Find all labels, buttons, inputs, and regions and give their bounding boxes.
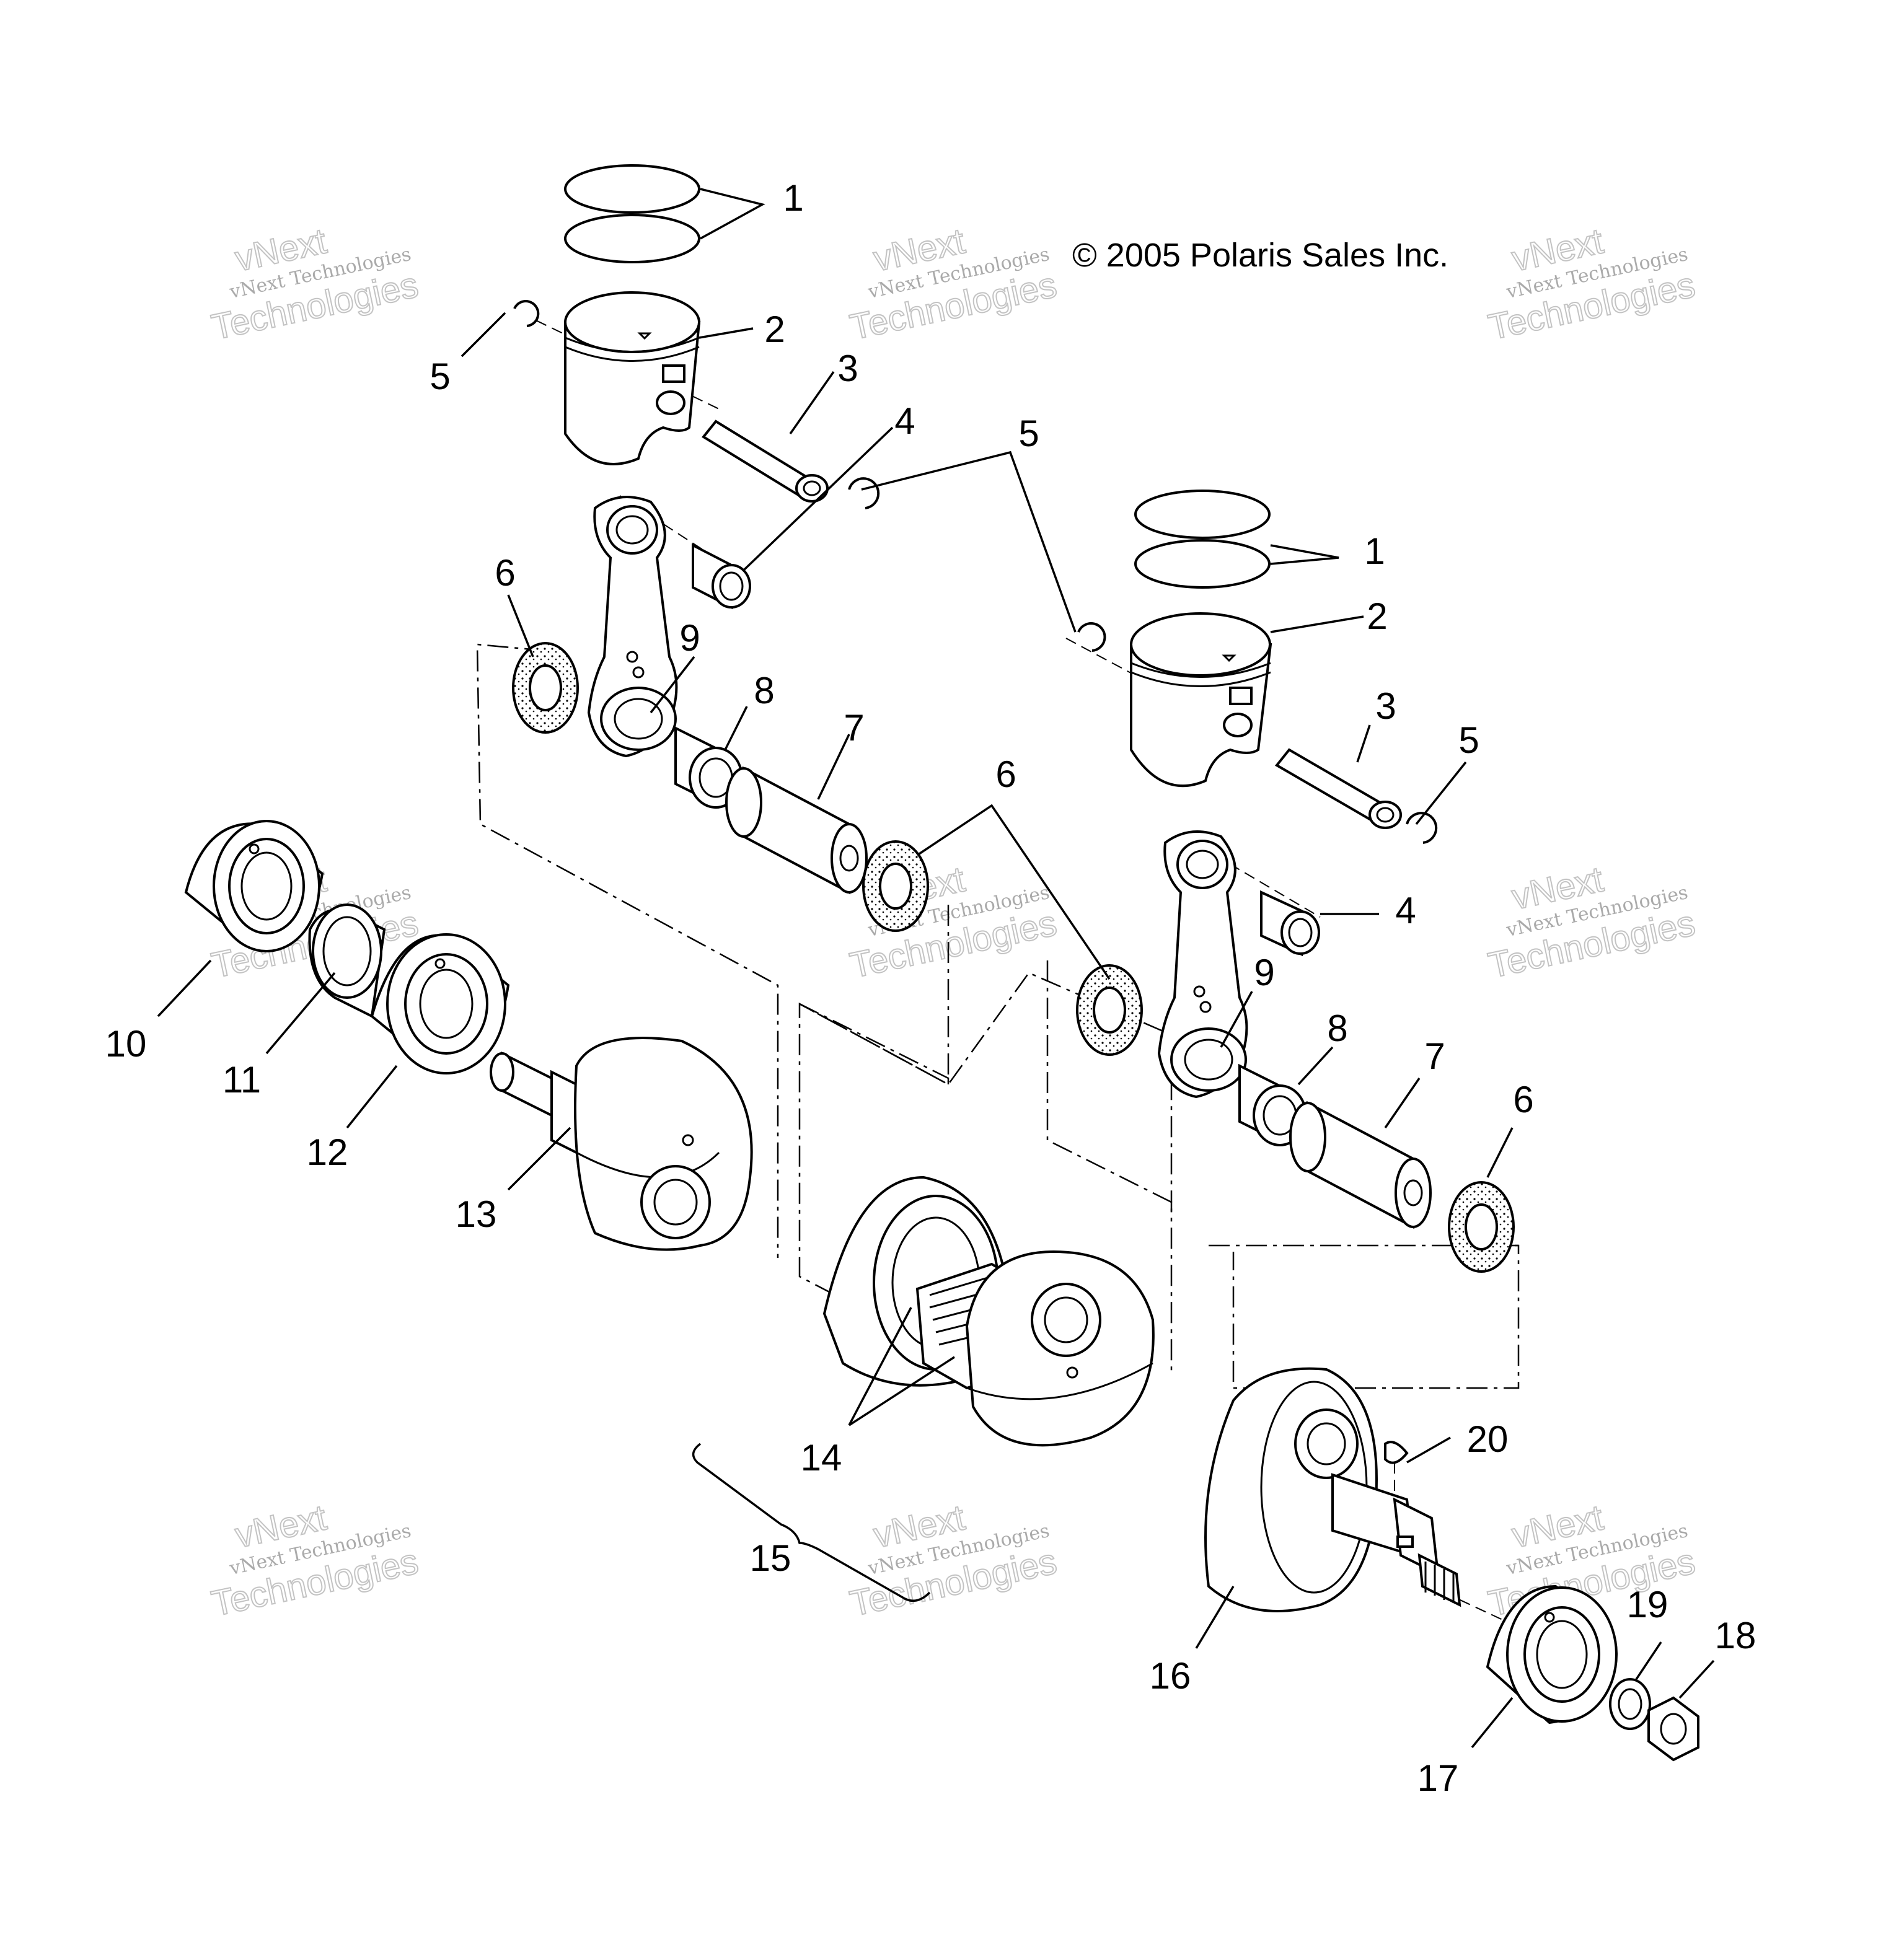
callout: 19: [1627, 1584, 1668, 1625]
nut-18: [1647, 1696, 1699, 1762]
callout: 11: [223, 1059, 261, 1101]
frame-center: [798, 1002, 950, 1352]
callout: 5: [1018, 413, 1039, 454]
thrust-washer-left: [512, 642, 579, 734]
crank-pin-right: [1289, 1101, 1432, 1229]
circlip-left-top: [513, 300, 540, 327]
callout: 5: [430, 356, 450, 397]
callout: 16: [1150, 1655, 1191, 1697]
watermarks: vNext vNext Technologies Technologies vN…: [208, 220, 1699, 1625]
callout: 18: [1715, 1615, 1756, 1656]
callout: 7: [844, 707, 864, 749]
needle-bearing-small-right: [1260, 890, 1320, 957]
callout: 4: [1395, 890, 1416, 931]
callout: 12: [307, 1131, 348, 1173]
circlip-right-top: [1077, 622, 1106, 652]
watermark: vNext vNext Technologies Technologies: [208, 220, 423, 348]
callout-numbers: 1 2 3 4 5 5 6 9 8 7 6 1 2 3 5 4 9 8 7 6 …: [105, 177, 1756, 1799]
piston-right: [1130, 612, 1272, 788]
callout: 9: [679, 617, 700, 659]
wrist-pin-right: [1274, 748, 1402, 829]
frame-right-rod: [1046, 960, 1173, 1215]
callout: 2: [764, 309, 785, 350]
callout: 13: [456, 1193, 497, 1235]
callout: 15: [750, 1537, 791, 1579]
ball-bearing-12: [370, 933, 510, 1074]
woodruff-key-20: [1384, 1441, 1409, 1464]
thrust-washer-center: [862, 840, 929, 932]
piston-rings-right: [1134, 490, 1271, 589]
callout: 2: [1367, 595, 1387, 637]
callout: 6: [995, 754, 1016, 795]
leader-lines: [157, 188, 1715, 1749]
crankshaft-center-14: [822, 1175, 1155, 1447]
ball-bearing-10: [184, 820, 324, 952]
thrust-washer-right-lower: [1448, 1181, 1515, 1273]
crankshaft-left-half-13: [490, 1037, 753, 1251]
wrist-pin-left: [702, 420, 829, 503]
callout: 1: [1364, 530, 1385, 572]
ball-bearing-17: [1486, 1584, 1618, 1725]
circlip-center: [848, 477, 880, 509]
frame-right-bottom: [1209, 1244, 1520, 1389]
assembly-brace-15: [692, 1443, 931, 1602]
callout: 3: [1375, 685, 1396, 727]
callout: 8: [754, 670, 774, 711]
crankshaft-right-half-16: [1204, 1367, 1461, 1612]
callout: 20: [1467, 1418, 1509, 1460]
copyright-notice: © 2005 Polaris Sales Inc.: [1072, 237, 1448, 274]
crank-pin-left: [725, 766, 868, 895]
frame-left-rod: [476, 643, 779, 1258]
callout: 17: [1417, 1757, 1459, 1799]
watermark: vNext vNext Technologies Technologies: [1484, 220, 1699, 348]
needle-bearing-small-left: [692, 543, 751, 610]
callout: 10: [105, 1023, 147, 1065]
callout: 14: [801, 1437, 842, 1478]
callout: 4: [894, 400, 915, 442]
callout: 3: [837, 348, 858, 389]
circlip-right: [1406, 812, 1438, 844]
watermark: vNext vNext Technologies Technologies: [1484, 858, 1699, 986]
connecting-rod-left: [587, 496, 678, 758]
callout: 6: [495, 552, 515, 594]
watermark: vNext vNext Technologies Technologies: [846, 220, 1061, 348]
piston-rings-left: [564, 164, 700, 263]
spacer-ring-11: [308, 903, 386, 1019]
connecting-rod-right: [1157, 830, 1248, 1099]
callout: 8: [1327, 1008, 1347, 1049]
piston-left: [564, 291, 701, 465]
callout: 6: [1513, 1079, 1533, 1120]
callout: 1: [783, 177, 803, 219]
callout: 9: [1254, 952, 1274, 993]
watermark: vNext vNext Technologies Technologies: [208, 1496, 423, 1625]
lock-washer-19: [1609, 1678, 1651, 1730]
thrust-washer-right-upper: [1076, 964, 1143, 1056]
watermark: vNext vNext Technologies Technologies: [846, 1496, 1061, 1625]
callout: 5: [1458, 719, 1479, 761]
callout: 7: [1424, 1035, 1445, 1077]
